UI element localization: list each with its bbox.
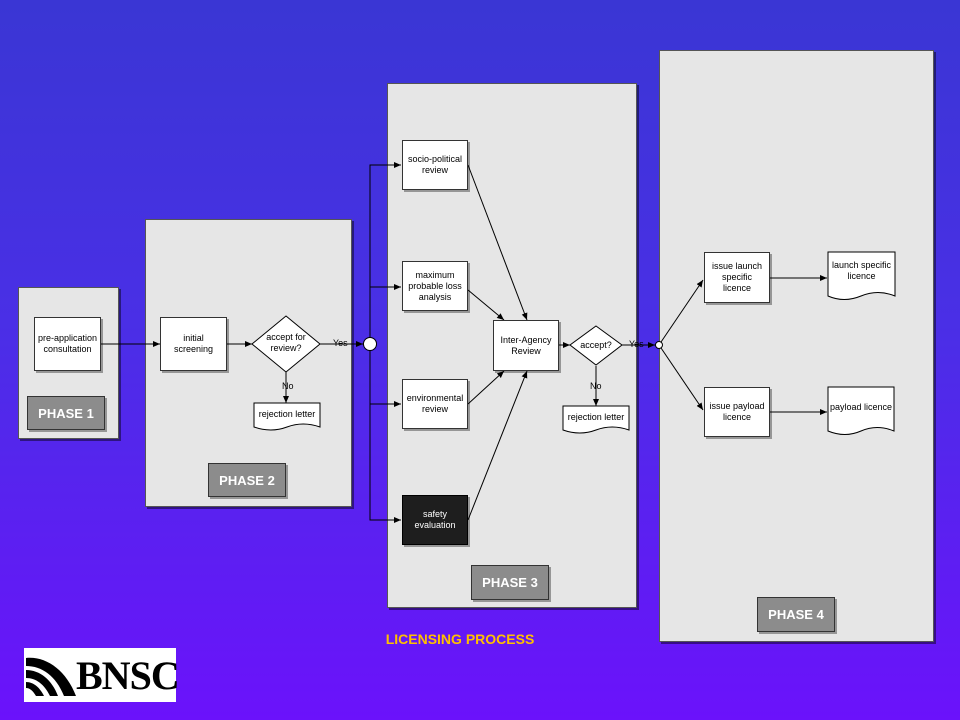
socio-political-review-label: socio-political review	[407, 154, 463, 175]
initial-screening-box: initial screening	[160, 317, 227, 371]
edge-maxloss-to-interagency	[467, 289, 505, 321]
bnsc-swoosh-icon	[26, 657, 76, 696]
edge-branch-safety	[369, 351, 401, 523]
yes-label-1: Yes	[333, 338, 348, 348]
issue-payload-licence-label: issue payload licence	[709, 401, 765, 422]
accept-for-review-label: accept for review?	[266, 332, 306, 353]
no-label-2: No	[590, 381, 602, 391]
bnsc-logo-text: BNSC	[76, 653, 180, 698]
issue-launch-specific-licence-label: issue launch specific licence	[711, 261, 763, 293]
accept-label: accept?	[580, 339, 612, 350]
payload-licence-label: payload licence	[829, 401, 893, 412]
issue-payload-licence-box: issue payload licence	[704, 387, 770, 437]
launch-specific-licence-label: launch specific licence	[831, 260, 892, 281]
safety-evaluation-label: safety evaluation	[414, 509, 456, 530]
edge-safety-to-interagency	[467, 370, 528, 521]
safety-evaluation-box: safety evaluation	[402, 495, 468, 545]
pre-application-consultation-label: pre-application consultation	[37, 333, 98, 354]
accept-decision-shape	[569, 325, 623, 366]
phase-4-panel	[659, 50, 934, 642]
phase-2-label: PHASE 2	[208, 463, 286, 497]
accept-for-review-decision-shape	[251, 315, 321, 373]
maximum-probable-loss-label: maximum probable loss analysis	[408, 269, 462, 302]
rejection-letter-2-shape	[562, 405, 630, 434]
socio-political-review-box: socio-political review	[402, 140, 468, 190]
edge-env-to-interagency	[467, 370, 505, 405]
payload-licence-doc-shape	[827, 386, 895, 435]
phase-4-label: PHASE 4	[757, 597, 835, 632]
issue-launch-specific-licence-box: issue launch specific licence	[704, 252, 770, 303]
inter-agency-review-label: Inter-Agency Review	[500, 334, 552, 356]
maximum-probable-loss-box: maximum probable loss analysis	[402, 261, 468, 311]
edge-socio-to-interagency	[467, 164, 528, 321]
rejection-letter-1-shape	[253, 402, 321, 431]
environmental-review-label: environmental review	[406, 393, 464, 414]
rejection-letter-1-label: rejection letter	[258, 408, 316, 419]
pre-application-consultation-box: pre-application consultation	[34, 317, 101, 371]
diagram-caption: LICENSING PROCESS	[385, 631, 535, 647]
junction-circle-2	[655, 341, 663, 349]
edge-to-issue-payload	[658, 344, 704, 411]
launch-licence-doc-shape	[827, 251, 896, 300]
environmental-review-box: environmental review	[402, 379, 468, 429]
phase-1-label: PHASE 1	[27, 396, 105, 430]
edge-branch-env	[369, 351, 401, 407]
edge-branch-maxloss	[369, 284, 401, 337]
no-label-1: No	[282, 381, 294, 391]
edge-to-issue-launch	[658, 279, 704, 346]
edge-branch-socio	[369, 162, 401, 337]
inter-agency-review-box: Inter-Agency Review	[493, 320, 559, 371]
yes-label-2: Yes	[629, 339, 644, 349]
junction-circle-1	[363, 337, 377, 351]
phase-3-label: PHASE 3	[471, 565, 549, 600]
rejection-letter-2-label: rejection letter	[567, 411, 625, 422]
initial-screening-label: initial screening	[173, 333, 214, 354]
bnsc-logo: BNSC	[24, 648, 180, 702]
